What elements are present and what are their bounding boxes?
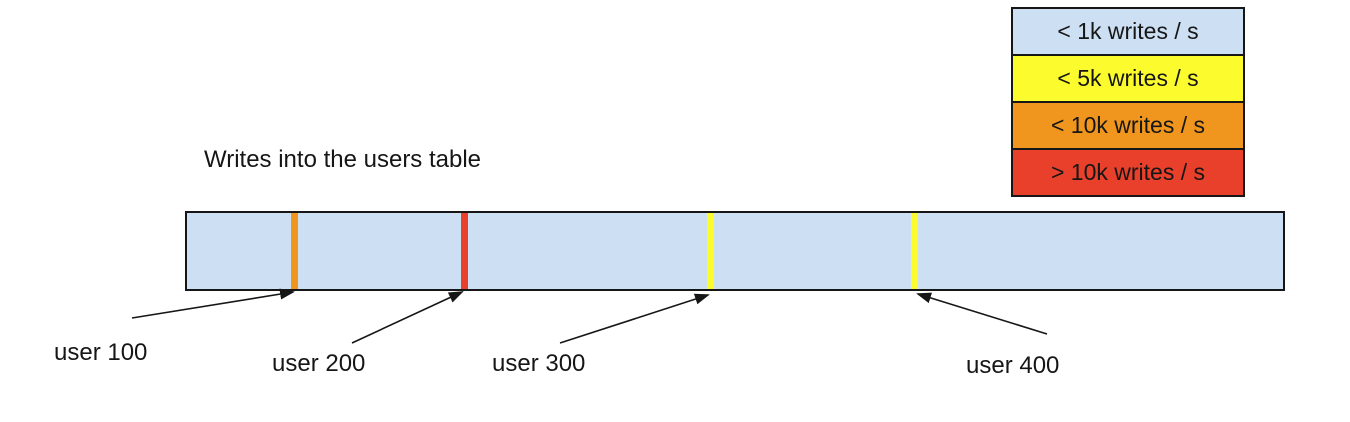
arrow-user-100 — [131, 288, 295, 319]
write-hotspot-marker-user-100 — [291, 213, 298, 289]
write-hotspot-marker-user-300 — [707, 213, 714, 289]
users-table-bar — [185, 211, 1285, 291]
arrow-user-200 — [351, 291, 464, 344]
diagram-title: Writes into the users table — [204, 146, 482, 173]
arrow-user-300 — [559, 293, 710, 344]
legend: < 1k writes / s < 5k writes / s < 10k wr… — [1011, 7, 1245, 197]
callout-label-user-300: user 300 — [492, 350, 586, 377]
legend-row-lt-1k: < 1k writes / s — [1011, 7, 1245, 56]
legend-row-gt-10k: > 10k writes / s — [1011, 148, 1245, 197]
callout-label-user-200: user 200 — [272, 350, 366, 377]
callout-label-user-400: user 400 — [966, 352, 1060, 379]
arrow-user-400 — [916, 292, 1048, 335]
legend-row-lt-5k: < 5k writes / s — [1011, 54, 1245, 103]
callout-label-user-100: user 100 — [54, 339, 148, 366]
write-hotspot-marker-user-200 — [461, 213, 468, 289]
write-hotspot-marker-user-400 — [911, 213, 918, 289]
legend-row-lt-10k: < 10k writes / s — [1011, 101, 1245, 150]
